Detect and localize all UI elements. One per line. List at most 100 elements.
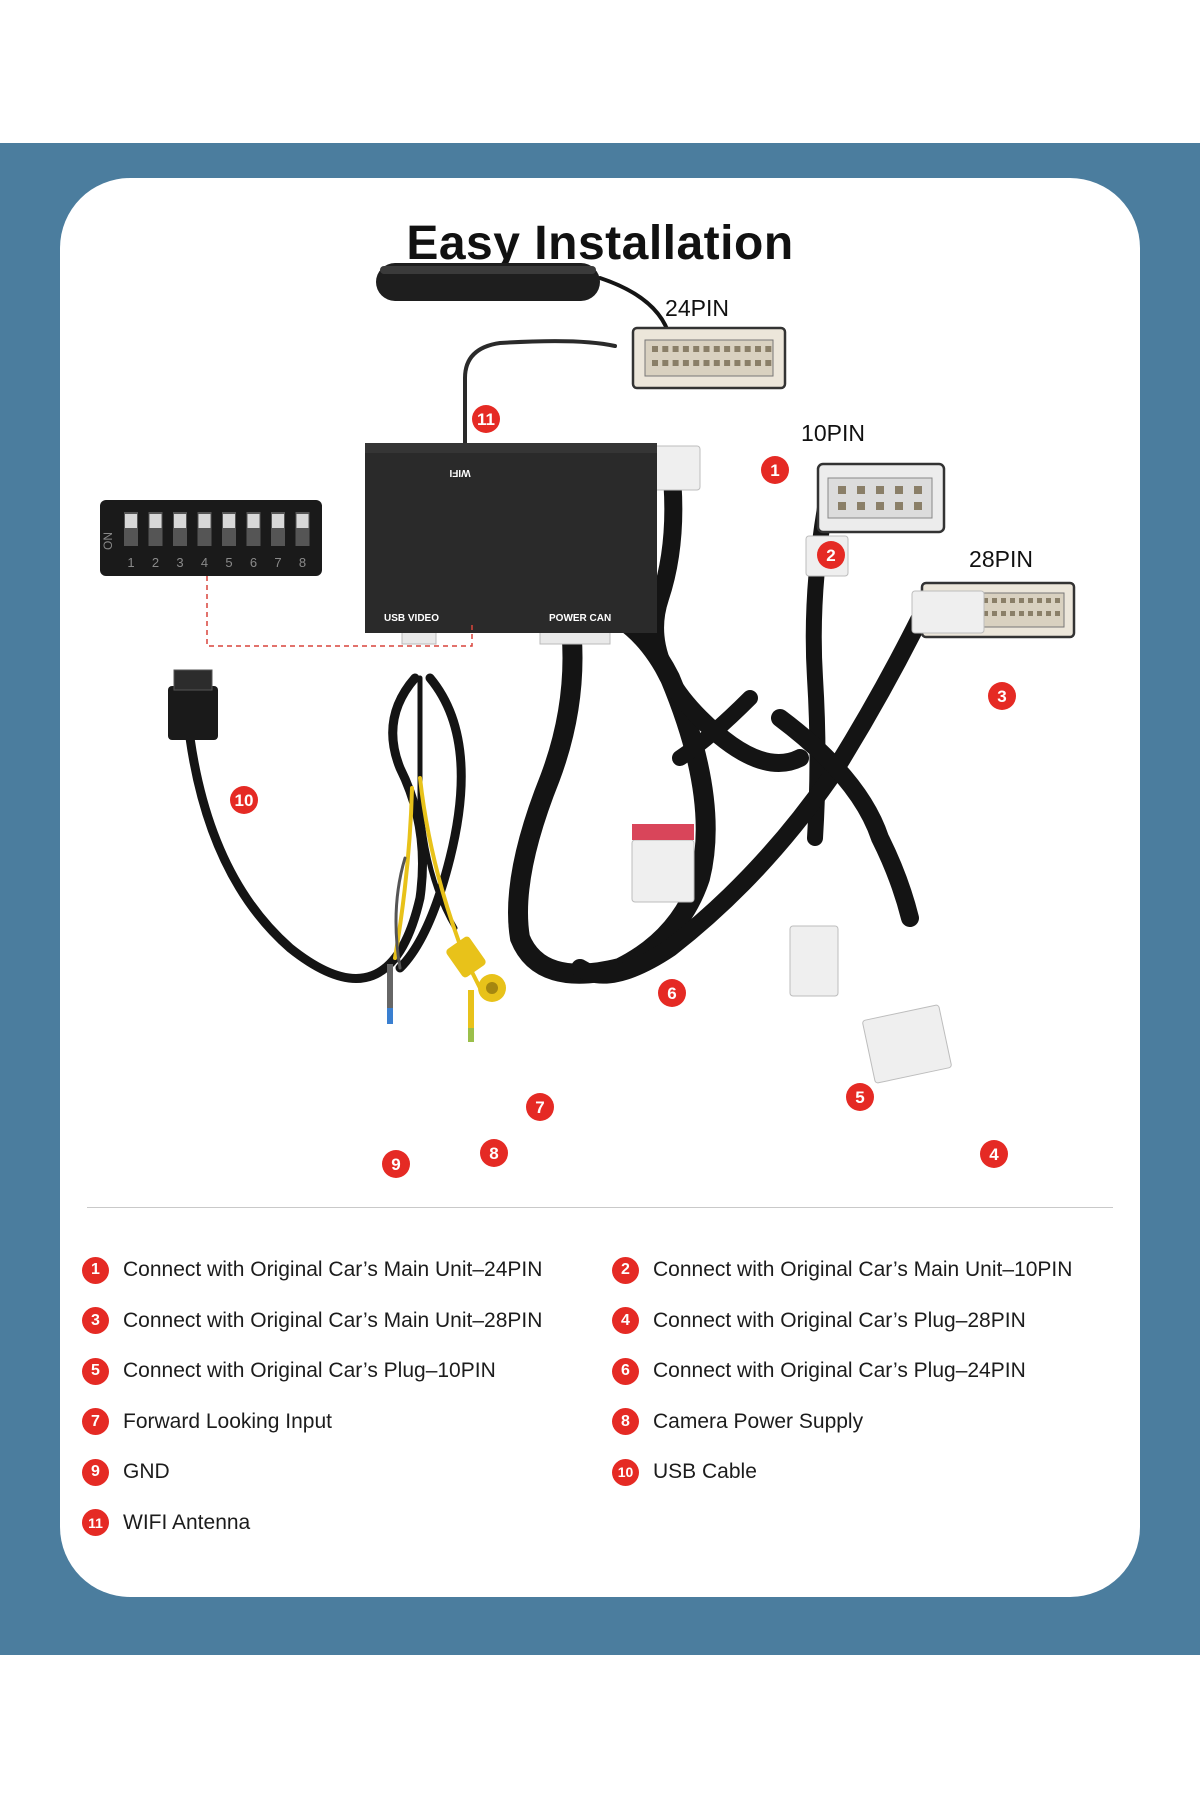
connector-pin	[713, 360, 720, 366]
badge-8	[480, 1139, 508, 1167]
connector-pin	[983, 598, 988, 603]
connector-pin	[734, 360, 741, 366]
gnd-wire	[387, 964, 393, 1014]
badge-11	[472, 405, 500, 433]
legend-text: WIFI Antenna	[123, 1510, 251, 1534]
dip-toggle-knob	[247, 514, 260, 528]
legend-number-badge: 8	[612, 1408, 639, 1435]
connector-pin	[734, 346, 741, 352]
gnd-wire-tip	[387, 1008, 393, 1024]
dip-toggle-knob	[198, 514, 211, 528]
power-wire-tip	[468, 1028, 474, 1042]
legend-text: Forward Looking Input	[123, 1409, 332, 1433]
connector-pin	[1037, 598, 1042, 603]
plug-5-10pin	[789, 925, 839, 997]
connector-pin	[672, 346, 679, 352]
connector-pin	[914, 502, 922, 510]
connector-pin	[744, 360, 751, 366]
badge-6-number: 6	[667, 984, 676, 1003]
connector-pin	[1019, 598, 1024, 603]
connector-pin	[724, 360, 731, 366]
connector-pin	[703, 346, 710, 352]
connector-pin	[765, 360, 772, 366]
dip-position-label: 5	[225, 555, 232, 570]
badge-5-number: 5	[855, 1088, 864, 1107]
connector-pin	[744, 346, 751, 352]
badge-3-number: 3	[997, 687, 1006, 706]
legend-item: 6 Connect with Original Car’s Plug–24PIN	[612, 1356, 1026, 1386]
label-28pin: 28PIN	[969, 546, 1033, 572]
legend-item: 1 Connect with Original Car’s Main Unit–2…	[82, 1255, 542, 1285]
connector-pin	[838, 486, 846, 494]
wiring-diagram: 24PIN 10PIN 28PIN	[100, 263, 1076, 1178]
connector-pin	[682, 346, 689, 352]
legend-text: Connect with Original Car’s Main Unit–24…	[123, 1258, 543, 1281]
connector-pin	[755, 346, 761, 352]
legend-text: GND	[123, 1460, 170, 1483]
dip-on-label: ON	[101, 532, 115, 550]
usb-plug	[168, 669, 218, 740]
legend-text: Connect with Original Car’s Plug–10PIN	[123, 1359, 496, 1382]
dip-toggle-knob	[174, 514, 186, 528]
legend-text: Connect with Original Car’s Plug–24PIN	[653, 1359, 1026, 1382]
legend-item: 2 Connect with Original Car’s Main Unit–1…	[612, 1255, 1072, 1285]
legend-item: 9 GND	[82, 1457, 170, 1487]
connector-pin	[914, 486, 922, 494]
connector-pin	[857, 486, 865, 494]
dip-toggle-knob	[296, 514, 309, 528]
wifi-port-label: WIFI	[449, 467, 470, 478]
label-10pin: 10PIN	[801, 420, 865, 446]
badge-4-number: 4	[989, 1145, 999, 1164]
legend-number-badge: 5	[82, 1357, 109, 1385]
connector-pin	[662, 346, 669, 352]
connector-pin	[652, 360, 658, 366]
connector-pin	[1028, 598, 1033, 603]
connector-10pin: 10PIN	[801, 420, 946, 534]
badge-2	[817, 541, 845, 569]
plug-6-wires	[632, 824, 694, 840]
badge-5	[846, 1083, 874, 1111]
dip-toggle-knob	[125, 514, 137, 528]
badge-1	[761, 456, 789, 484]
connector-pin	[724, 346, 731, 352]
harness-connectors	[401, 445, 985, 1084]
dip-toggle-knob	[223, 514, 235, 528]
legend-text: Connect with Original Car’s Main Unit–10…	[653, 1258, 1073, 1281]
legend-number-badge: 9	[82, 1458, 109, 1486]
connector-pin	[983, 611, 988, 616]
connector-pin	[876, 502, 884, 510]
badge-2-number: 2	[826, 546, 835, 565]
connector-pin	[713, 346, 720, 352]
dip-position-label: 2	[152, 555, 159, 570]
badge-8-number: 8	[489, 1144, 498, 1163]
dip-toggle-knob	[272, 514, 284, 528]
legend-number-badge: 6	[612, 1357, 639, 1385]
legend-number-badge: 3	[82, 1307, 109, 1334]
plug-4-28pin	[862, 1004, 952, 1084]
connector-pin	[652, 346, 658, 352]
connector-pin	[1019, 611, 1024, 616]
connector-pin	[876, 486, 884, 494]
dip-position-label: 1	[127, 555, 134, 570]
harness-cables	[185, 276, 929, 990]
badge-10-number: 10	[235, 791, 254, 810]
legend-number-badge: 2	[612, 1256, 639, 1284]
connector-pin	[1010, 598, 1015, 603]
plug-3-28pin	[911, 590, 985, 634]
plug-6-24pin	[631, 839, 695, 903]
connector-pin	[992, 611, 997, 616]
badge-9	[382, 1150, 410, 1178]
usb-video-port-label: USB VIDEO	[384, 613, 439, 624]
connector-pin	[1055, 611, 1060, 616]
dip-position-label: 4	[201, 555, 208, 570]
badge-3	[988, 682, 1016, 710]
connector-pin	[1010, 611, 1015, 616]
legend-number-badge: 1	[82, 1256, 109, 1284]
dip-position-label: 6	[250, 555, 257, 570]
connector-pin	[755, 360, 761, 366]
connector-pin	[895, 486, 903, 494]
legend-number-badge: 7	[82, 1408, 109, 1435]
power-wire	[468, 990, 474, 1034]
